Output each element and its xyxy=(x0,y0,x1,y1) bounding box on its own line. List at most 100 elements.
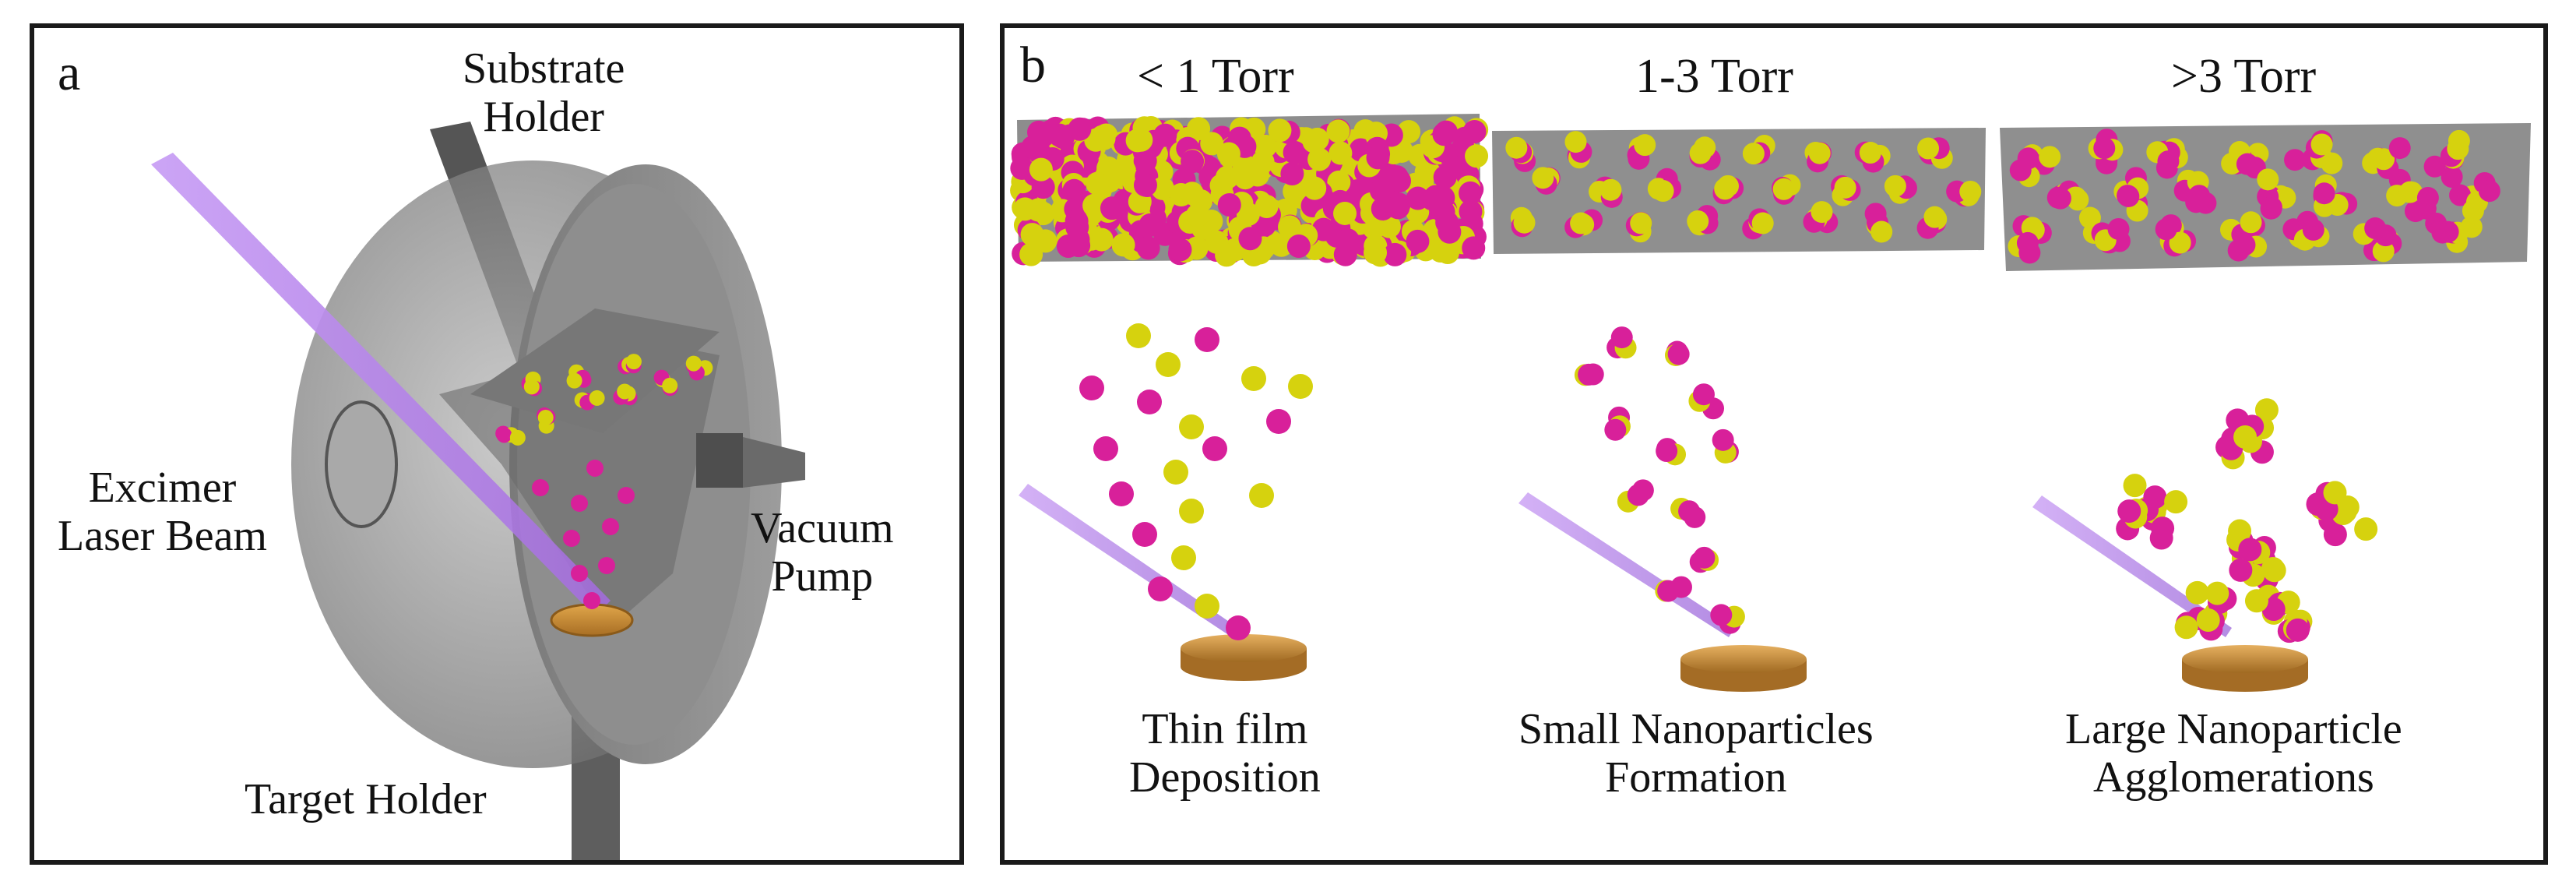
particle xyxy=(1092,126,1116,150)
particle xyxy=(2155,218,2177,241)
particle xyxy=(2107,217,2130,240)
particle xyxy=(2388,137,2411,160)
caption-thin-film-line1: Thin film xyxy=(1142,705,1308,753)
particle xyxy=(1138,213,1163,237)
growth-regimes-illustration xyxy=(1010,114,2531,692)
particle xyxy=(2254,398,2279,422)
particle xyxy=(2196,608,2220,632)
particle xyxy=(1388,169,1412,193)
particle xyxy=(2233,425,2258,449)
particle xyxy=(2449,184,2472,206)
particle xyxy=(1610,326,1633,349)
particle xyxy=(1870,220,1893,243)
panel-b-label: b xyxy=(1020,37,1046,93)
particle xyxy=(1364,241,1388,265)
particle xyxy=(586,460,604,477)
particle xyxy=(1126,323,1151,348)
caption-large-np-line1: Large Nanoparticle xyxy=(2065,705,2402,753)
particle xyxy=(2236,153,2258,175)
particle xyxy=(2313,182,2335,205)
particle xyxy=(617,383,633,400)
particle xyxy=(1266,409,1291,434)
chamber-illustration xyxy=(151,122,805,860)
vacuum-pump-label-line2: Pump xyxy=(771,552,874,601)
caption-small-np: Small Nanoparticles Formation xyxy=(1519,705,1874,802)
particle xyxy=(1532,167,1554,189)
pressure-label-2: 1-3 Torr xyxy=(1635,50,1793,103)
particle xyxy=(1366,146,1390,170)
particle xyxy=(1336,228,1360,252)
particle xyxy=(1238,227,1262,251)
particle xyxy=(2244,589,2268,613)
particle xyxy=(1216,142,1240,166)
particle xyxy=(1249,483,1274,508)
particle xyxy=(2169,231,2191,254)
particle xyxy=(1406,229,1430,253)
particle xyxy=(685,355,702,372)
particle xyxy=(566,372,582,389)
particle xyxy=(1283,140,1307,164)
laser-beam-3 xyxy=(2032,495,2232,637)
particle xyxy=(598,557,615,574)
particle xyxy=(1307,147,1332,171)
particle xyxy=(1268,118,1292,143)
caption-small-np-line1: Small Nanoparticles xyxy=(1519,705,1874,753)
substrate-holder-label-line2: Holder xyxy=(483,92,604,141)
particle xyxy=(1959,180,1982,203)
particle xyxy=(1233,166,1258,190)
particle xyxy=(1459,181,1483,205)
particle xyxy=(1505,136,1528,159)
substrate-plate xyxy=(470,308,720,433)
particle xyxy=(1627,484,1649,506)
caption-thin-film: Thin film Deposition xyxy=(1129,705,1321,802)
particle xyxy=(2164,490,2188,514)
particle xyxy=(2151,517,2175,541)
particle xyxy=(1089,227,1114,252)
excimer-laser-label-line1: Excimer xyxy=(88,464,237,512)
particle xyxy=(1383,242,1407,266)
particle xyxy=(1604,418,1627,441)
particle xyxy=(1406,186,1430,210)
particle xyxy=(1462,236,1486,260)
particle xyxy=(618,487,635,504)
substrate-holder-label: Substrate Holder xyxy=(463,44,625,141)
caption-small-np-line2: Formation xyxy=(1605,753,1787,802)
particle xyxy=(2261,557,2285,581)
particle xyxy=(1462,120,1487,144)
particle xyxy=(1652,180,1674,203)
laser-beam xyxy=(151,153,611,616)
particle xyxy=(537,410,554,426)
particle xyxy=(1692,383,1715,406)
particle xyxy=(2238,538,2262,562)
excimer-laser-label: Excimer Laser Beam xyxy=(58,464,267,560)
particle xyxy=(2157,150,2180,173)
pressure-label-3: >3 Torr xyxy=(2171,50,2317,103)
particle xyxy=(1068,117,1092,141)
particle xyxy=(571,565,588,582)
particle xyxy=(2039,146,2061,168)
particle xyxy=(1288,374,1313,399)
laser-window-port xyxy=(325,400,398,528)
particle xyxy=(2257,168,2279,191)
particle xyxy=(1513,211,1536,234)
particle xyxy=(2093,137,2116,160)
particle xyxy=(2117,185,2140,207)
particle xyxy=(571,495,588,512)
particle xyxy=(1086,171,1110,196)
particle xyxy=(1689,142,1712,164)
particle xyxy=(2321,152,2343,175)
particle xyxy=(1714,178,1737,200)
particle xyxy=(1079,375,1104,400)
particle xyxy=(1195,594,1219,619)
pressure-label-1: < 1 Torr xyxy=(1137,50,1294,103)
particle xyxy=(1751,212,1774,234)
particle xyxy=(1397,120,1421,144)
particle xyxy=(2460,216,2483,238)
particle xyxy=(1834,176,1856,199)
particle xyxy=(1067,234,1091,258)
particle xyxy=(1137,390,1162,414)
particle xyxy=(1181,150,1205,174)
particle xyxy=(1917,137,1940,160)
particle xyxy=(1255,194,1279,218)
particle xyxy=(1570,212,1592,234)
